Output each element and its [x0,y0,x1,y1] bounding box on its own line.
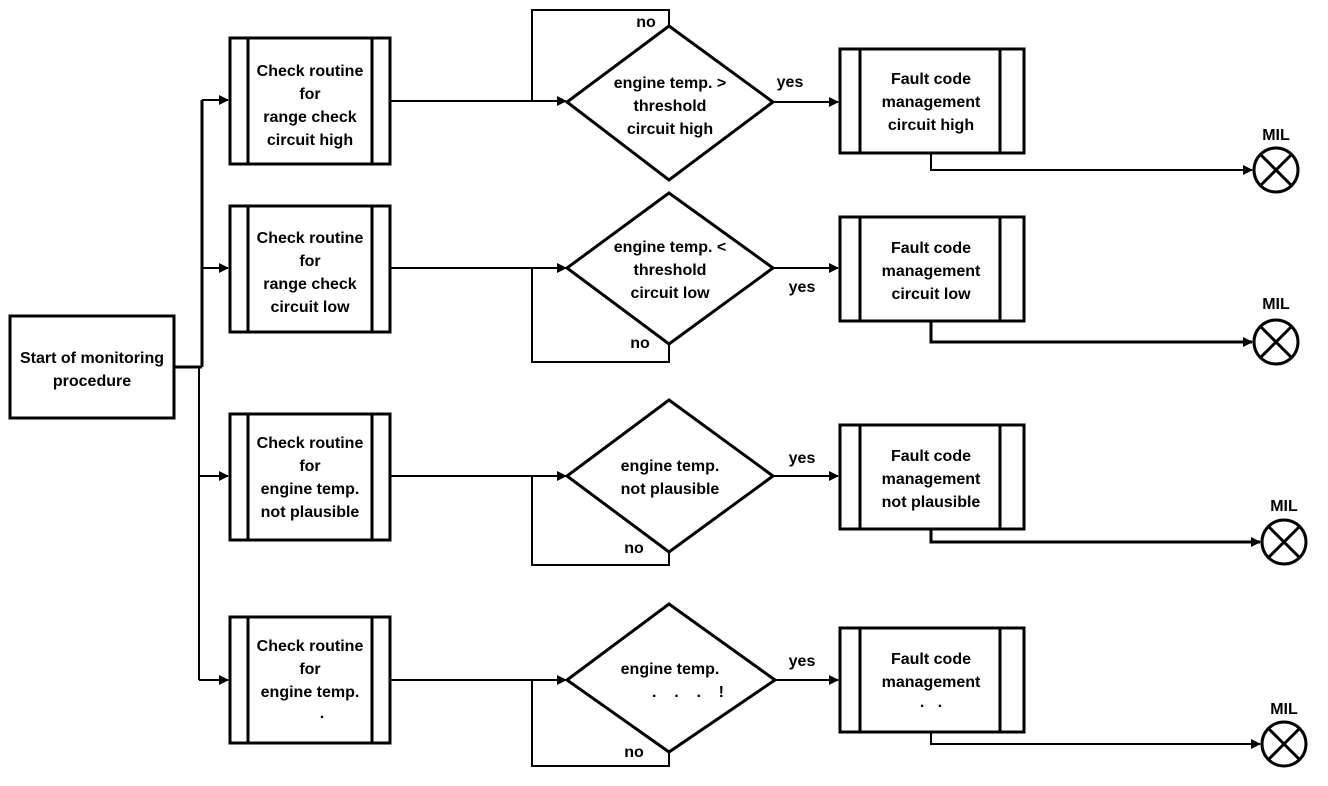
decision-diamond: engine temp. > threshold circuit high [564,24,776,182]
fault-label-line-1: Fault code [891,240,971,257]
decision-diamond: engine temp. < threshold circuit low [564,191,776,346]
check-label-line-4: not plausible [261,504,360,521]
check-label-line-4: . [320,705,324,722]
decision-label-line-2: . . . ! [652,684,724,701]
decision-label-line-2: threshold [634,262,707,279]
check-routine-box: Check routine for engine temp. . [228,615,392,745]
row-fourth-check: Check routine for engine temp. . engine … [228,602,1308,768]
yes-label: yes [789,279,816,296]
decision-label-line-1: engine temp. [621,661,720,678]
check-label-line-2: for [299,458,320,475]
row-not-plausible: Check routine for engine temp. not plaus… [228,398,1308,566]
check-routine-box: Check routine for engine temp. not plaus… [228,412,392,542]
check-label-line-2: for [299,253,320,270]
mil-label: MIL [1270,498,1298,515]
check-label-line-1: Check routine [257,230,364,247]
fault-code-box: Fault code management not plausible [838,423,1026,531]
row-range-check-low: Check routine for range check circuit lo… [228,191,1300,366]
mil-lamp-icon [1260,518,1308,566]
fault-label-line-3: . . [920,694,942,711]
decision-label-line-1: engine temp. > [614,75,726,92]
check-routine-box: Check routine for range check circuit lo… [228,204,392,334]
fault-label-line-1: Fault code [891,71,971,88]
fault-code-box: Fault code management . . [838,626,1026,734]
yes-label: yes [777,74,804,91]
trunk-connectors [174,95,229,685]
check-label-line-3: engine temp. [261,684,360,701]
decision-diamond: engine temp. . . . ! [564,602,778,754]
fault-code-box: Fault code management circuit low [838,215,1026,323]
check-routine-box: Check routine for range check circuit hi… [228,36,392,166]
decision-label-line-2: threshold [634,98,707,115]
decision-label-line-2: not plausible [621,481,720,498]
mil-lamp-icon [1252,146,1300,194]
check-label-line-3: range check [263,109,356,126]
start-node: Start of monitoring procedure [8,314,176,420]
no-label: no [624,744,644,761]
mil-lamp-icon [1252,318,1300,366]
start-label-line-2: procedure [53,373,131,390]
decision-diamond: engine temp. not plausible [564,398,776,554]
check-label-line-1: Check routine [257,638,364,655]
check-label-line-4: circuit low [270,299,350,316]
fault-label-line-2: management [882,471,981,488]
decision-label-line-3: circuit low [630,285,710,302]
fault-label-line-3: circuit low [891,286,971,303]
check-label-line-1: Check routine [257,435,364,452]
check-label-line-2: for [299,661,320,678]
yes-label: yes [789,653,816,670]
mil-label: MIL [1262,296,1290,313]
check-label-line-4: circuit high [267,132,353,149]
no-label: no [630,335,650,352]
no-label: no [636,14,656,31]
mil-lamp-icon [1260,720,1308,768]
decision-label-line-1: engine temp. [621,458,720,475]
start-label-line-1: Start of monitoring [20,350,164,367]
fault-label-line-1: Fault code [891,448,971,465]
yes-label: yes [789,450,816,467]
fault-label-line-3: circuit high [888,117,974,134]
check-label-line-3: range check [263,276,356,293]
check-label-line-2: for [299,86,320,103]
check-label-line-1: Check routine [257,63,364,80]
fault-label-line-2: management [882,263,981,280]
decision-label-line-1: engine temp. < [614,239,726,256]
fault-label-line-3: not plausible [882,494,981,511]
fault-label-line-2: management [882,94,981,111]
no-label: no [624,540,644,557]
fault-label-line-1: Fault code [891,651,971,668]
fault-code-box: Fault code management circuit high [838,47,1026,155]
check-label-line-3: engine temp. [261,481,360,498]
row-range-check-high: Check routine for range check circuit hi… [228,9,1300,194]
fault-label-line-2: management [882,674,981,691]
decision-label-line-3: circuit high [627,121,713,138]
mil-label: MIL [1262,127,1290,144]
mil-label: MIL [1270,701,1298,718]
